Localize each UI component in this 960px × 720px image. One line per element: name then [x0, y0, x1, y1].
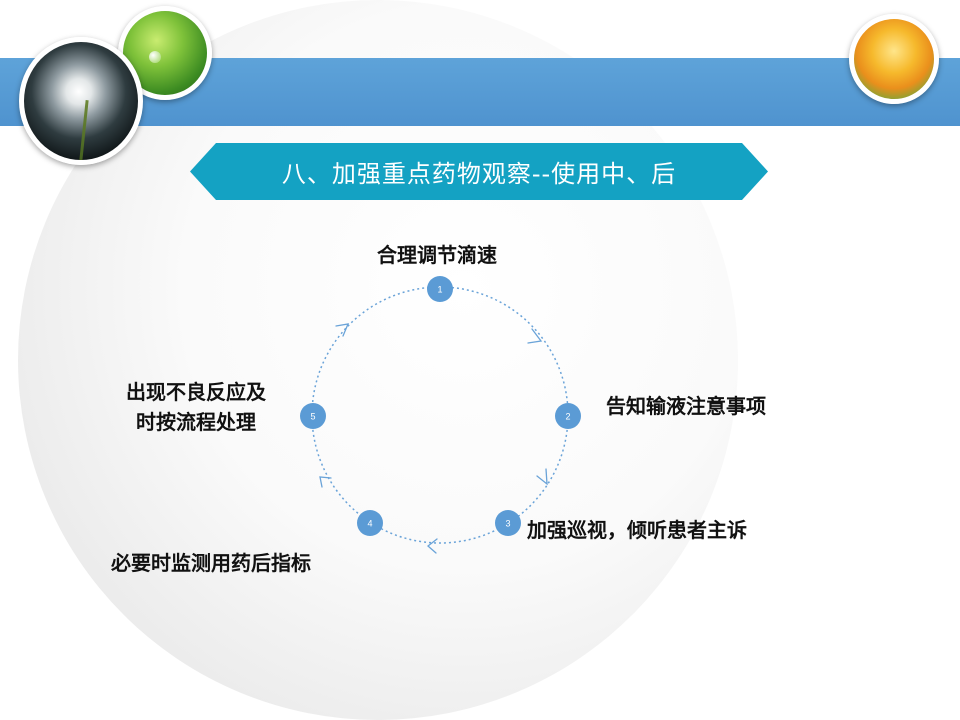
- node-number: 3: [505, 519, 510, 529]
- arrow-chevron-icon: [527, 328, 543, 344]
- arrow-chevron-icon: [335, 323, 350, 337]
- cycle-node-5: 5: [300, 403, 326, 429]
- cycle-node-3: 3: [495, 510, 521, 536]
- node-3-label: 加强巡视，倾听患者主诉: [527, 518, 747, 542]
- arrow-chevron-icon: [536, 468, 548, 486]
- node-number: 1: [437, 285, 442, 295]
- cycle-node-4: 4: [357, 510, 383, 536]
- cycle-ring: [311, 286, 569, 544]
- node-1-label: 合理调节滴速: [377, 243, 497, 267]
- title-ribbon: 八、加强重点药物观察--使用中、后: [190, 143, 768, 200]
- node-5-label-line2: 时按流程处理: [136, 410, 256, 434]
- arrow-chevron-icon: [426, 538, 438, 554]
- cycle-nodes: 1 2 3 4 5: [300, 276, 581, 536]
- node-number: 5: [310, 412, 315, 422]
- node-number: 4: [367, 519, 372, 529]
- node-number: 2: [565, 412, 570, 422]
- node-5-label-line1: 出现不良反应及: [126, 380, 266, 404]
- cycle-node-1: 1: [427, 276, 453, 302]
- cycle-node-2: 2: [555, 403, 581, 429]
- node-2-label: 告知输液注意事项: [606, 394, 766, 418]
- arrow-chevron-icon: [319, 476, 332, 488]
- yellow-flower-photo: [849, 14, 939, 104]
- node-4-label: 必要时监测用药后指标: [111, 551, 311, 575]
- slide-title: 八、加强重点药物观察--使用中、后: [281, 160, 677, 188]
- dandelion-photo: [19, 37, 143, 165]
- node-5-label: 出现不良反应及 时按流程处理: [110, 377, 282, 437]
